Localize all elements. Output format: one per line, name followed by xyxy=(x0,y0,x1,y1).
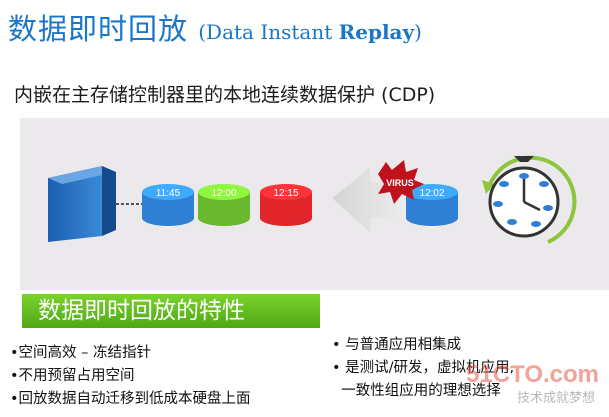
server-icon xyxy=(48,166,116,242)
cdp-diagram: 11:45 12:00 12:15 12:02 VIRUS xyxy=(48,155,577,244)
snapshot-disk: 11:45 xyxy=(142,184,194,226)
time-label: 12:00 xyxy=(211,188,236,199)
title-en: (Data Instant Replay) xyxy=(198,20,422,44)
snapshot-disk: 12:00 xyxy=(198,184,250,226)
time-label: 12:02 xyxy=(419,188,444,199)
title-cn: 数据即时回放 xyxy=(8,12,189,46)
list-item: • 是测试/研发，虚拟机应用, xyxy=(332,360,515,376)
current-disk: 12:02 xyxy=(406,184,458,226)
list-item: • 与普通应用相集成 xyxy=(332,337,462,353)
list-item: •不用预留占用空间 xyxy=(10,368,135,384)
features-left-list: •空间高效 – 冻结指针 •不用预留占用空间 •回放数据自动迁移到低成本硬盘上面 xyxy=(10,342,251,411)
time-label: 12:15 xyxy=(273,188,298,199)
slide-subtitle: 内嵌在主存储控制器里的本地连续数据保护 (CDP) xyxy=(14,84,436,106)
watermark-main: 51CTO.com xyxy=(466,361,599,388)
virus-icon: VIRUS xyxy=(378,160,424,204)
watermark-logo: 51CTO.com 技术成就梦想 xyxy=(466,361,599,406)
list-item: •回放数据自动迁移到低成本硬盘上面 xyxy=(10,391,251,407)
snapshot-disk: 12:15 xyxy=(260,184,312,226)
time-label: 11:45 xyxy=(156,188,181,199)
virus-label: VIRUS xyxy=(386,178,414,188)
slide-title: 数据即时回放 (Data Instant Replay) xyxy=(8,6,422,48)
list-item: •空间高效 – 冻结指针 xyxy=(10,345,152,361)
diagram-panel: 11:45 12:00 12:15 12:02 VIRUS xyxy=(20,118,609,290)
watermark-sub: 技术成就梦想 xyxy=(517,390,595,406)
list-item: 一致性组应用的理想选择 xyxy=(332,383,501,399)
features-heading: 数据即时回放的特性 xyxy=(22,294,320,328)
clock-icon xyxy=(482,155,577,244)
features-right-list: • 与普通应用相集成 • 是测试/研发，虚拟机应用, 一致性组应用的理想选择 xyxy=(332,334,514,403)
